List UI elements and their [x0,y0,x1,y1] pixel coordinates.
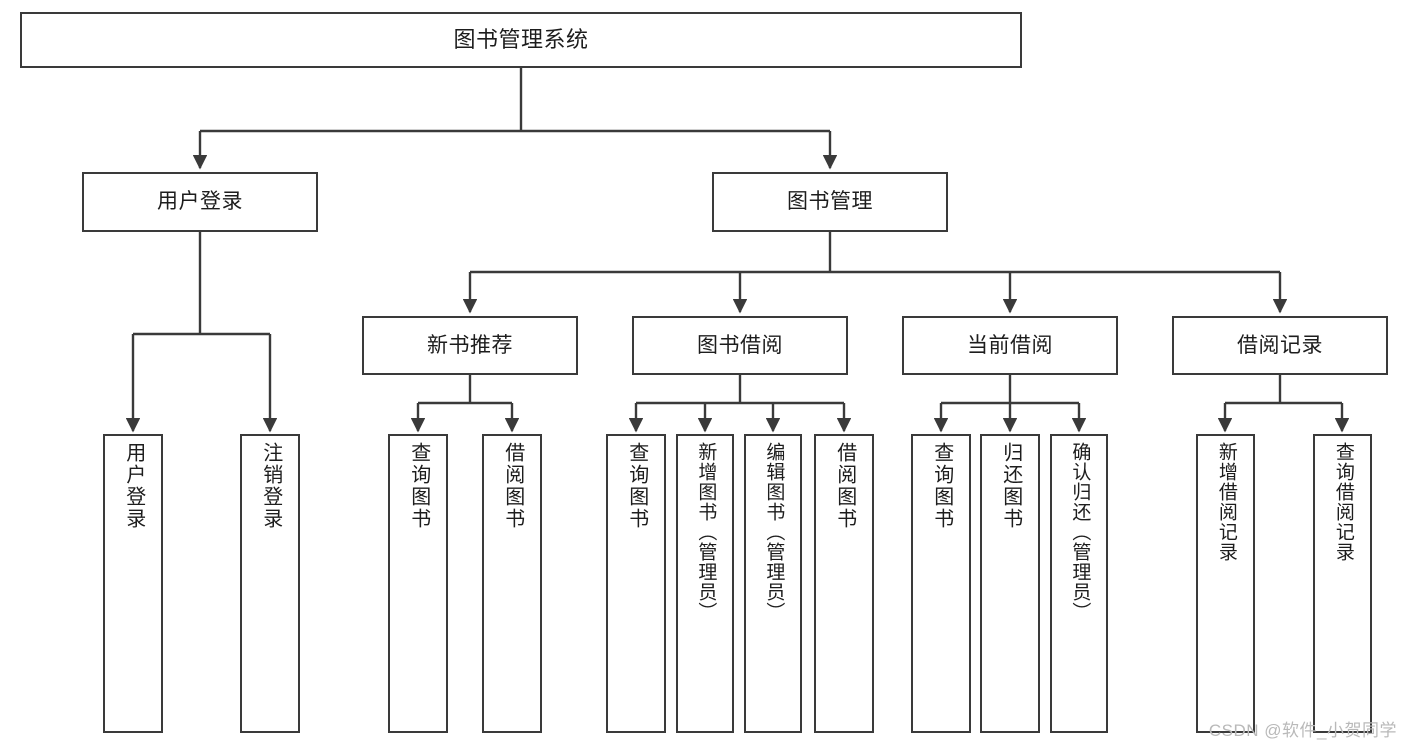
node-user-login-label: 用户登录 [157,190,243,214]
node-leaf-edit-book-label: 编辑图书（管理员） [763,442,785,622]
node-leaf-edit-book[interactable]: 编辑图书（管理员） [744,434,802,733]
node-leaf-query-book-c[interactable]: 查询图书 [911,434,971,733]
node-leaf-confirm-return[interactable]: 确认归还（管理员） [1050,434,1108,733]
node-leaf-logout-label: 注销登录 [259,442,282,530]
node-leaf-add-book[interactable]: 新增图书（管理员） [676,434,734,733]
node-leaf-add-book-label: 新增图书（管理员） [695,442,717,622]
node-book-manage-label: 图书管理 [787,190,873,214]
node-leaf-return-book-label: 归还图书 [999,442,1022,530]
node-book-borrow-label: 图书借阅 [697,333,783,357]
node-leaf-borrow-book-a-label: 借阅图书 [501,442,524,530]
node-leaf-query-record[interactable]: 查询借阅记录 [1313,434,1372,733]
node-leaf-add-record[interactable]: 新增借阅记录 [1196,434,1255,733]
node-book-manage[interactable]: 图书管理 [712,172,948,232]
node-leaf-add-record-label: 新增借阅记录 [1215,442,1237,562]
node-leaf-query-book-c-label: 查询图书 [930,442,953,530]
node-leaf-query-book-a[interactable]: 查询图书 [388,434,448,733]
node-leaf-borrow-book-b-label: 借阅图书 [833,442,856,530]
node-new-book-rec[interactable]: 新书推荐 [362,316,578,375]
node-user-login[interactable]: 用户登录 [82,172,318,232]
node-root[interactable]: 图书管理系统 [20,12,1022,68]
node-root-label: 图书管理系统 [453,26,589,52]
node-current-borrow-label: 当前借阅 [967,333,1053,357]
node-borrow-record-label: 借阅记录 [1237,333,1323,357]
node-leaf-query-book-b-label: 查询图书 [625,442,648,530]
node-book-borrow[interactable]: 图书借阅 [632,316,848,375]
watermark: CSDN @软件_小贺同学 [1208,721,1397,740]
node-leaf-confirm-return-label: 确认归还（管理员） [1069,442,1091,622]
node-leaf-query-book-b[interactable]: 查询图书 [606,434,666,733]
node-leaf-borrow-book-b[interactable]: 借阅图书 [814,434,874,733]
node-new-book-rec-label: 新书推荐 [427,333,513,357]
node-borrow-record[interactable]: 借阅记录 [1172,316,1388,375]
node-leaf-user-login[interactable]: 用户登录 [103,434,163,733]
node-leaf-query-record-label: 查询借阅记录 [1332,442,1354,562]
node-leaf-query-book-a-label: 查询图书 [407,442,430,530]
node-leaf-return-book[interactable]: 归还图书 [980,434,1040,733]
node-current-borrow[interactable]: 当前借阅 [902,316,1118,375]
node-leaf-borrow-book-a[interactable]: 借阅图书 [482,434,542,733]
node-leaf-logout[interactable]: 注销登录 [240,434,300,733]
node-leaf-user-login-label: 用户登录 [122,442,145,530]
